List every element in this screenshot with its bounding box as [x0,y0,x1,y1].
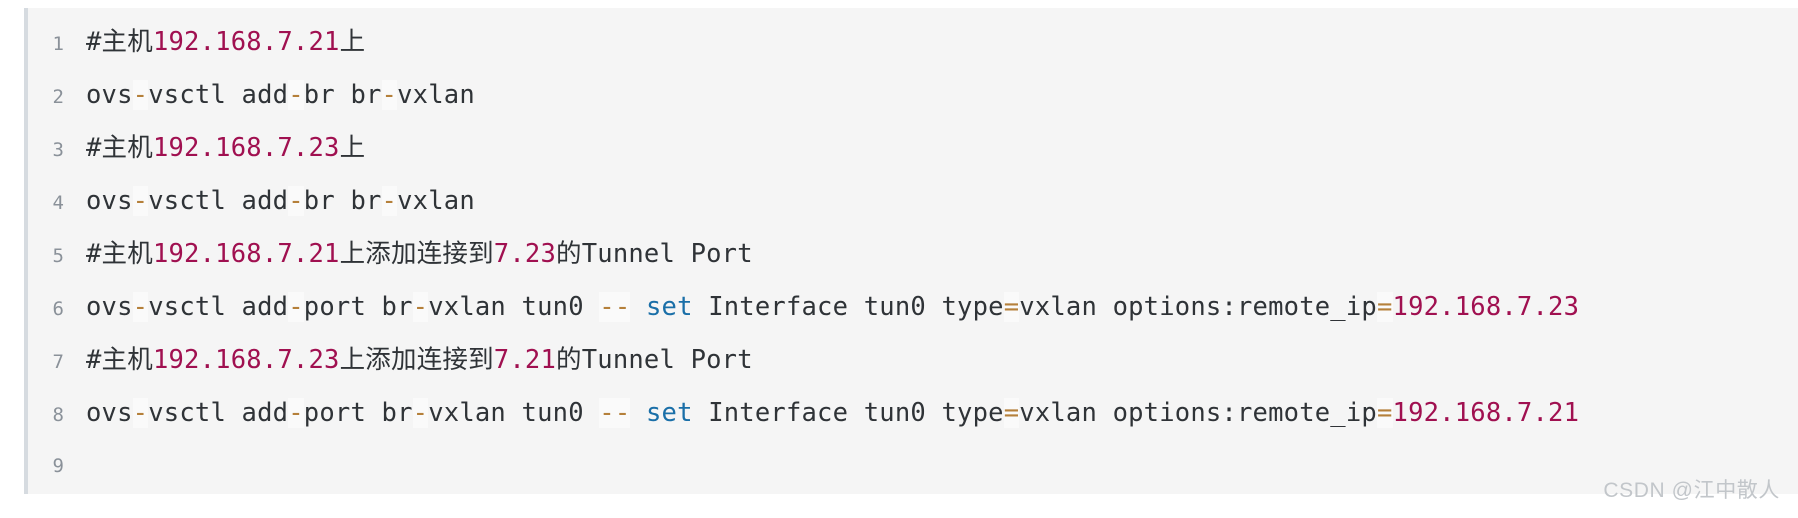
code-token-num: 192.168.7.23 [1392,292,1580,322]
code-token-plain: Interface tun0 type [692,292,1004,322]
code-line-text: ovs-vsctl add-port br-vxlan tun0 -- set … [86,387,1579,440]
line-number: 8 [52,404,64,426]
code-token-plain: vxlan options:remote_ip [1019,398,1377,428]
line-number: 6 [52,298,64,320]
code-token-op: - [381,80,398,110]
code-token-plain: vsctl add [148,80,289,110]
code-token-plain: vsctl add [148,292,289,322]
code-token-plain: vxlan [397,186,475,216]
line-number: 2 [52,86,64,108]
code-token-plain: vsctl add [148,398,289,428]
code-line-text: ovs-vsctl add-port br-vxlan tun0 -- set … [86,281,1579,334]
code-token-op: = [1376,398,1393,428]
code-token-op: - [412,292,429,322]
code-token-op: = [1376,292,1393,322]
line-number: 7 [52,351,64,373]
code-token-num: 192.168.7.21 [152,27,340,57]
code-token-plain: 上 [339,133,366,163]
code-token-plain: br br [303,80,382,110]
code-token-plain: Interface tun0 type [692,398,1004,428]
code-line-text: ovs-vsctl add-br br-vxlan [86,69,475,122]
code-token-plain: vxlan [397,80,475,110]
code-line: 3 #主机192.168.7.23上 [28,122,1798,175]
code-token-plain: #主机 [86,27,153,57]
code-token-op: - [132,186,149,216]
code-token-op: - [132,80,149,110]
code-token-plain: ovs [86,292,133,322]
code-token-plain: 上 [339,27,366,57]
code-token-plain: vsctl add [148,186,289,216]
csdn-watermark: CSDN @江中散人 [1603,479,1780,502]
line-number: 9 [52,455,64,477]
code-token-num: 192.168.7.21 [152,239,340,269]
code-token-op: -- [599,398,631,428]
code-token-op: = [1003,398,1020,428]
code-token-op: - [288,398,304,428]
code-token-plain: vxlan tun0 [428,398,600,428]
code-token-plain: br br [303,186,382,216]
line-number: 3 [52,139,64,161]
code-token-op: - [288,80,304,110]
code-token-plain: #主机 [86,345,153,375]
code-token-plain: vxlan tun0 [428,292,600,322]
code-token-plain: 的Tunnel Port [556,239,753,269]
code-line-text: #主机192.168.7.21上 [86,16,365,69]
code-token-plain: vxlan options:remote_ip [1019,292,1377,322]
code-token-plain: #主机 [86,239,153,269]
code-token-plain: port br [303,292,413,322]
code-token-plain: 上添加连接到 [339,345,494,375]
code-token-plain: ovs [86,80,133,110]
code-token-op: - [381,186,398,216]
line-number: 1 [52,33,64,55]
code-token-num: 192.168.7.23 [152,133,340,163]
code-token-num: 192.168.7.21 [1392,398,1580,428]
code-token-op: -- [599,292,631,322]
code-line-text: #主机192.168.7.23上 [86,122,365,175]
code-line: 5 #主机192.168.7.21上添加连接到7.23的Tunnel Port [28,228,1798,281]
code-token-plain [630,292,646,322]
code-token-plain: ovs [86,398,133,428]
code-token-num: 7.21 [493,345,557,375]
code-token-num: 7.23 [493,239,557,269]
line-number: 4 [52,192,64,214]
code-token-plain: ovs [86,186,133,216]
line-number: 5 [52,245,64,267]
code-token-op: - [132,398,149,428]
code-line-text: ovs-vsctl add-br br-vxlan [86,175,475,228]
code-token-plain: 的Tunnel Port [556,345,753,375]
code-token-kw: set [645,398,693,428]
code-token-kw: set [645,292,693,322]
code-token-plain: 上添加连接到 [339,239,494,269]
code-line-text: #主机192.168.7.23上添加连接到7.21的Tunnel Port [86,334,753,387]
code-token-plain: port br [303,398,413,428]
code-token-op: - [288,186,304,216]
code-line: 9 [28,440,1798,493]
code-token-num: 192.168.7.23 [152,345,340,375]
code-token-plain [630,398,646,428]
code-line: 7 #主机192.168.7.23上添加连接到7.21的Tunnel Port [28,334,1798,387]
code-token-plain: #主机 [86,133,153,163]
code-token-op: - [412,398,429,428]
code-token-op: - [132,292,149,322]
code-token-op: = [1003,292,1020,322]
code-token-op: - [288,292,304,322]
code-line: 1 #主机192.168.7.21上 [28,16,1798,69]
code-line-text: #主机192.168.7.21上添加连接到7.23的Tunnel Port [86,228,753,281]
